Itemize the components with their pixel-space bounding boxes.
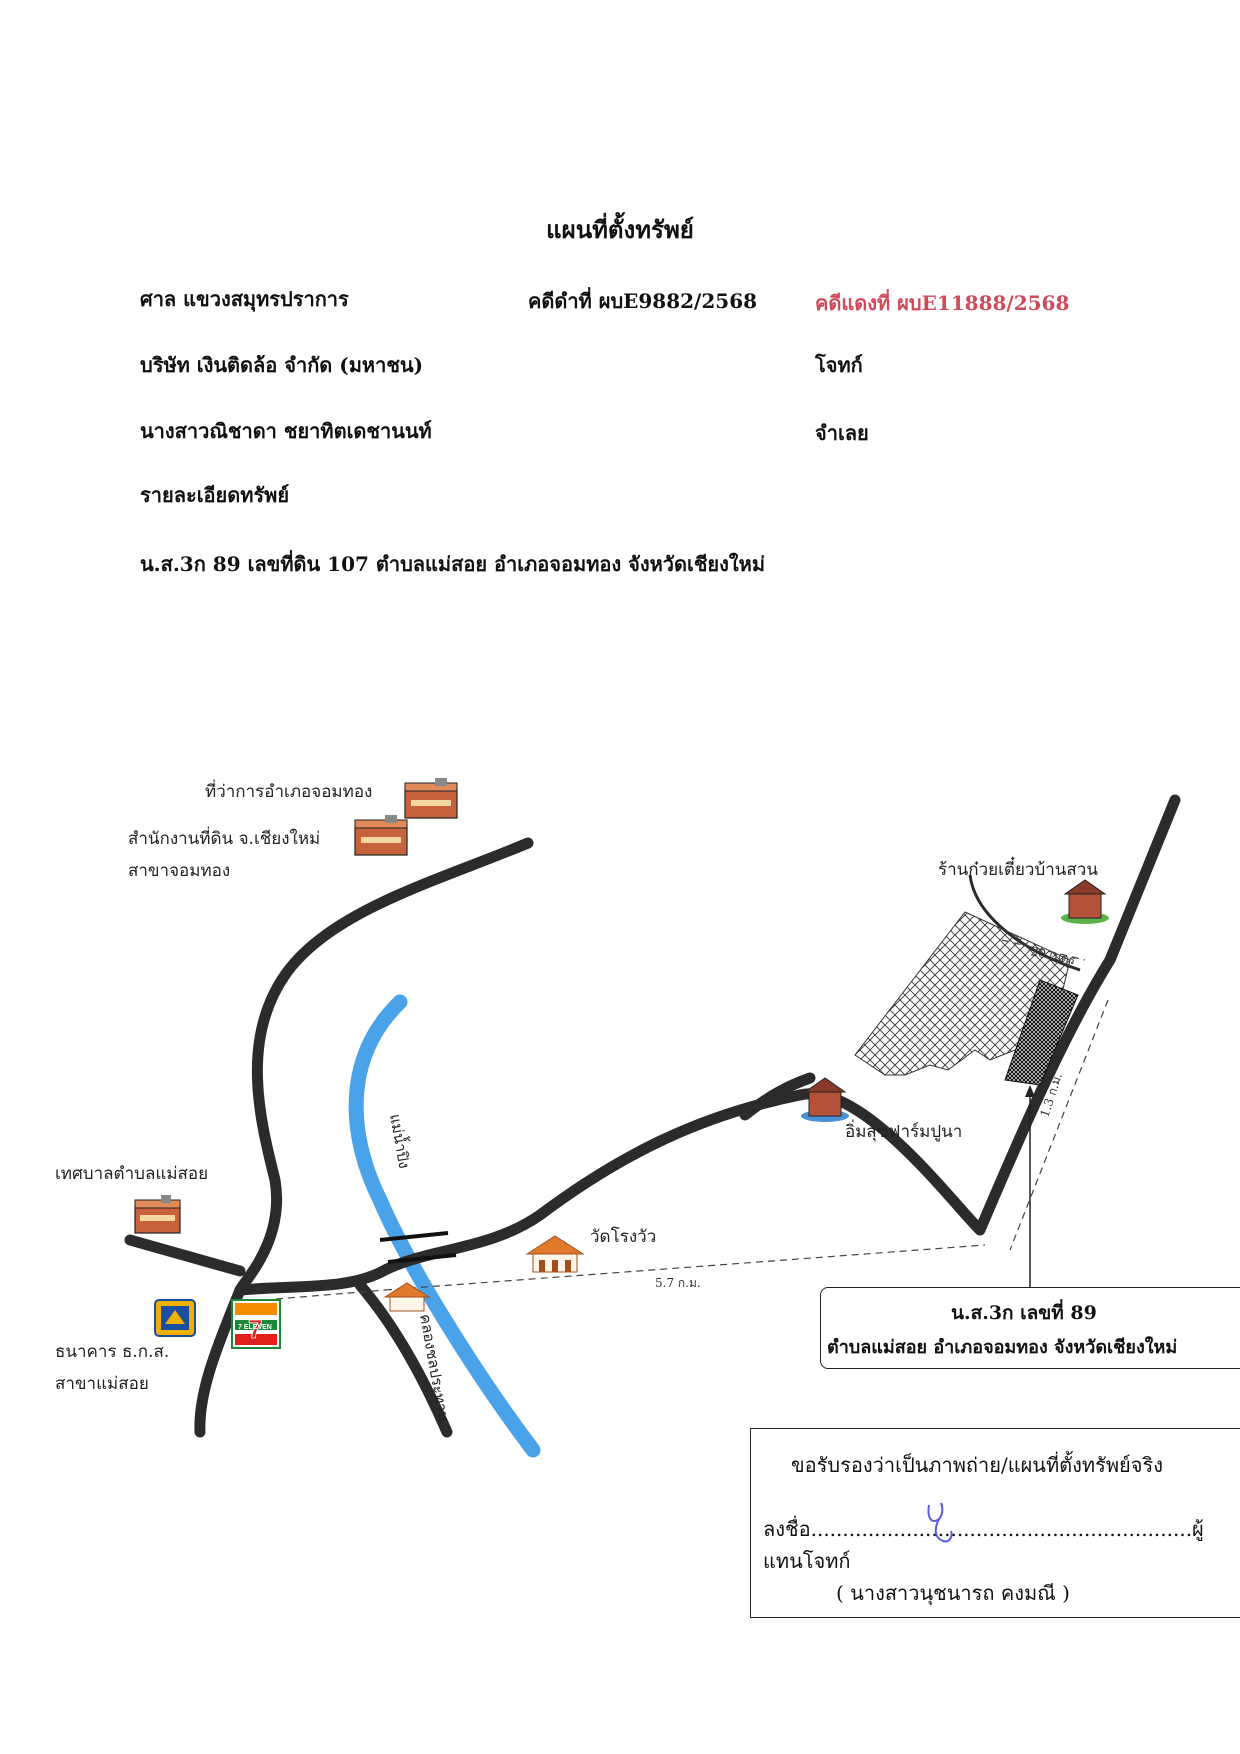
parcel-callout-box: น.ส.3ก เลขที่ 89 ตำบลแม่สอย อำเภอจอมทอง … — [820, 1287, 1240, 1369]
river — [348, 994, 541, 1458]
bank-label-line1: ธนาคาร ธ.ก.ส. — [55, 1342, 170, 1362]
noodle-shop-label: ร้านก๋วยเตี๋ยวบ้านสวน — [938, 860, 1098, 880]
district-office-label: ที่ว่าการอำเภอจอมทอง — [205, 782, 373, 802]
convenience-store-logo-icon: 7 7 ELEVEN — [231, 1299, 281, 1349]
farm-label: อิ่มสุขฟาร์มปูนา — [845, 1122, 963, 1142]
defendant-name: นางสาวณิชาดา ชยาทิตเดชานนท์ — [140, 419, 432, 443]
road-south — [354, 1279, 453, 1438]
temple-small-icon — [383, 1282, 431, 1312]
bridge — [379, 1231, 457, 1264]
district-office-building-icon — [404, 778, 458, 819]
road-farm-branch — [739, 1072, 816, 1121]
details-heading: รายละเอียดทรัพย์ — [140, 483, 290, 507]
temple-icon — [525, 1235, 585, 1273]
details-text: น.ส.3ก 89 เลขที่ดิน 107 ตำบลแม่สอย อำเภอ… — [140, 552, 766, 576]
noodle-shop-icon — [1061, 879, 1109, 924]
temple-label: วัดโรงวัว — [590, 1227, 657, 1247]
red-case-number: คดีแดงที่ ผบE11888/2568 — [815, 291, 1070, 315]
page-title: แผนที่ตั้งทรัพย์ — [546, 215, 694, 244]
defendant-role: จำเลย — [815, 421, 869, 445]
store-logo-text: 7 — [248, 1314, 262, 1344]
bank-logo-icon — [154, 1299, 196, 1337]
municipality-label: เทศบาลตำบลแม่สอย — [55, 1164, 209, 1184]
parcel-callout-line2: ตำบลแม่สอย อำเภอจอมทอง จังหวัดเชียงใหม่ — [827, 1337, 1178, 1358]
certification-statement: ขอรับรองว่าเป็นภาพถ่าย/แผนที่ตั้งทรัพย์จ… — [791, 1453, 1163, 1477]
bank-label-line2: สาขาแม่สอย — [55, 1374, 149, 1394]
parcel-pointer-arrow — [1025, 1085, 1035, 1287]
distance-label-main: 5.7 ก.ม. — [655, 1276, 701, 1290]
land-office-building-icon — [354, 815, 408, 856]
road-north-curve — [194, 837, 534, 1438]
river-label-upper: แม่น้ำปิง — [386, 1112, 415, 1170]
signature-mark — [927, 1502, 953, 1543]
court-name: ศาล แขวงสมุทรปราการ — [140, 287, 349, 311]
plaintiff-role: โจทก์ — [815, 353, 863, 377]
farm-icon — [801, 1077, 849, 1122]
municipality-building-icon — [134, 1195, 181, 1234]
road-main — [234, 794, 1181, 1296]
plaintiff-name: บริษัท เงินติดล้อ จำกัด (มหาชน) — [140, 353, 424, 377]
parcel-callout-line1: น.ส.3ก เลขที่ 89 — [951, 1302, 1097, 1324]
certification-box: ขอรับรองว่าเป็นภาพถ่าย/แผนที่ตั้งทรัพย์จ… — [750, 1428, 1240, 1618]
road-west — [124, 1234, 246, 1277]
store-logo-label: 7 ELEVEN — [238, 1324, 272, 1331]
parcel-highlight — [1004, 979, 1079, 1086]
land-office-label-line1: สำนักงานที่ดิน จ.เชียงใหม่ — [128, 829, 321, 849]
signature-line: ลงชื่อ..................................… — [763, 1517, 1204, 1573]
road-network — [124, 794, 1181, 1438]
land-office-label-line2: สาขาจอมทอง — [128, 861, 231, 881]
black-case-number: คดีดำที่ ผบE9882/2568 — [528, 289, 758, 313]
signer-name: ( นางสาวนุชนารถ คงมณี ) — [836, 1581, 1070, 1605]
